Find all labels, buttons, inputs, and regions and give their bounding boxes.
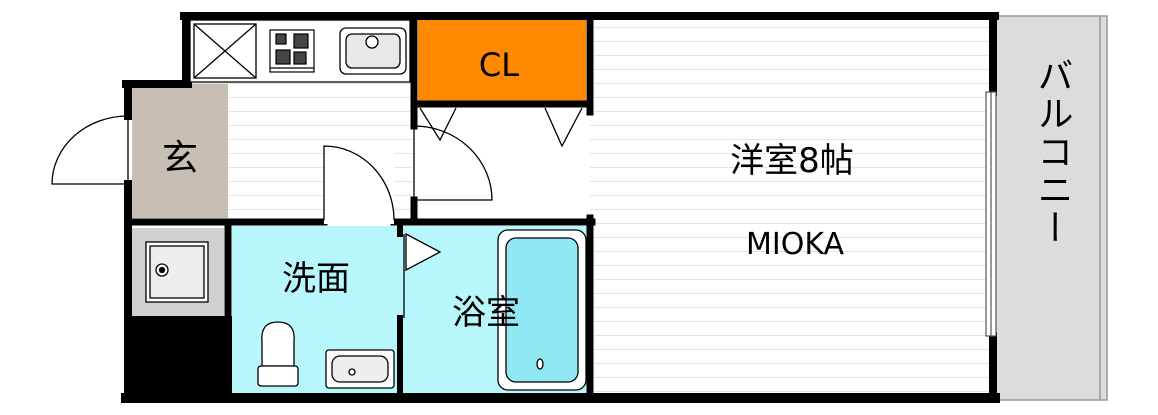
room-door[interactable]	[413, 125, 493, 201]
property-name: MIOKA	[746, 227, 844, 262]
storage-black	[124, 316, 232, 400]
entrance-door[interactable]	[51, 115, 129, 185]
washbasin-icon	[325, 349, 395, 389]
bathtub-icon	[497, 229, 587, 391]
western-room-label: 洋室8帖	[730, 141, 854, 181]
bathroom-door[interactable]	[403, 232, 442, 318]
bathroom-label: 浴室	[452, 293, 520, 333]
sink-icon	[339, 27, 407, 75]
entrance-floor	[132, 84, 228, 218]
washer-pan-icon	[145, 241, 209, 303]
washroom-door[interactable]	[323, 145, 395, 224]
walls	[121, 12, 1000, 403]
balcony-window	[985, 91, 997, 337]
closet-label: CL	[479, 46, 519, 84]
balcony-area	[992, 15, 1108, 401]
toilet-icon	[257, 321, 299, 387]
western-room-floor	[590, 18, 990, 396]
balcony-label: バルコニー	[1032, 57, 1073, 247]
closet-doors[interactable]	[419, 107, 583, 148]
washroom-label: 洗面	[282, 259, 350, 299]
closet-fill	[418, 20, 586, 102]
entrance-label: 玄	[162, 138, 198, 179]
stove-icon	[269, 29, 315, 73]
